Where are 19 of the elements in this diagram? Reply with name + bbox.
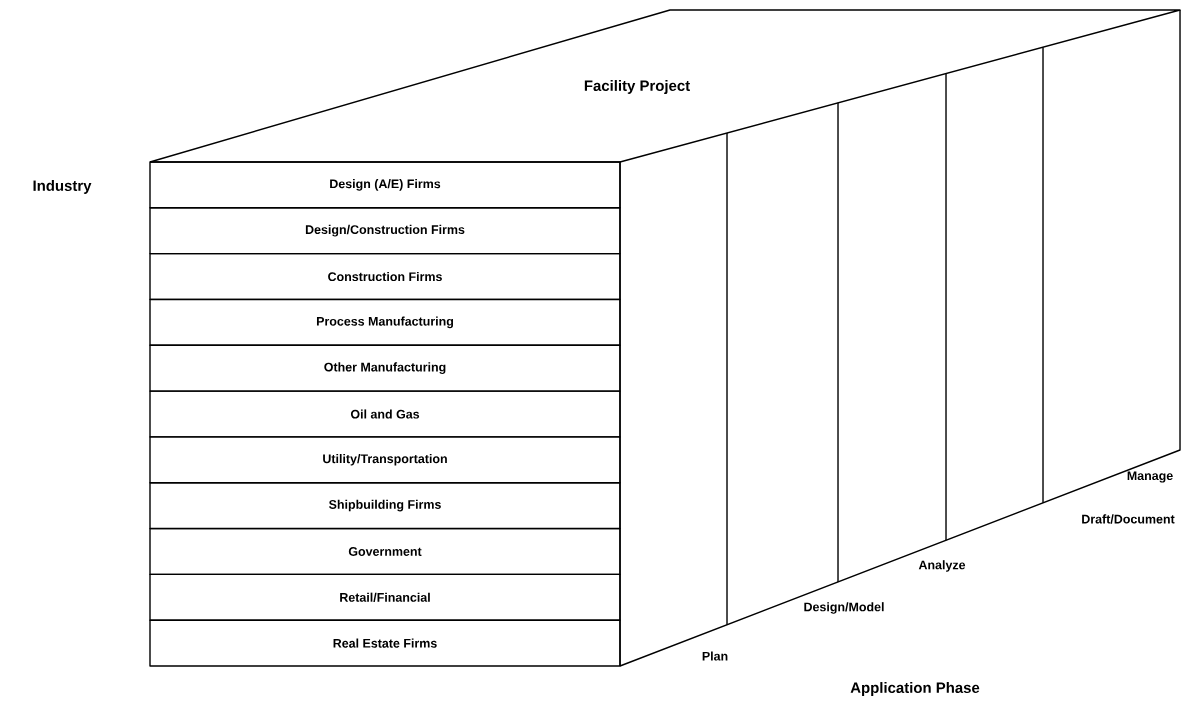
phase-label: Design/Model [804, 602, 884, 614]
phase-label: Manage [1127, 471, 1173, 483]
row-box: Other Manufacturing [149, 344, 621, 392]
row-box: Process Manufacturing [149, 298, 621, 346]
phase-label: Analyze [918, 560, 966, 572]
title: Facility Project [584, 80, 690, 94]
row-box: Shipbuilding Firms [149, 482, 621, 530]
phase-label: Draft/Document [1082, 514, 1175, 524]
row-box: Construction Firms [149, 252, 621, 301]
row-box: Retail/Financial [149, 573, 621, 621]
row-box: Design (A/E) Firms [149, 161, 621, 209]
row-box: Oil and Gas [149, 390, 621, 438]
row-box: Government [149, 527, 621, 576]
row-box: Utility/Transportation [149, 436, 621, 484]
phase-label: Plan [702, 651, 728, 661]
axis-label: Industry [33, 180, 92, 194]
row-box: Design/Construction Firms [149, 207, 621, 255]
axis-label: Application Phase [850, 682, 980, 696]
row-box: Real Estate Firms [149, 619, 621, 667]
